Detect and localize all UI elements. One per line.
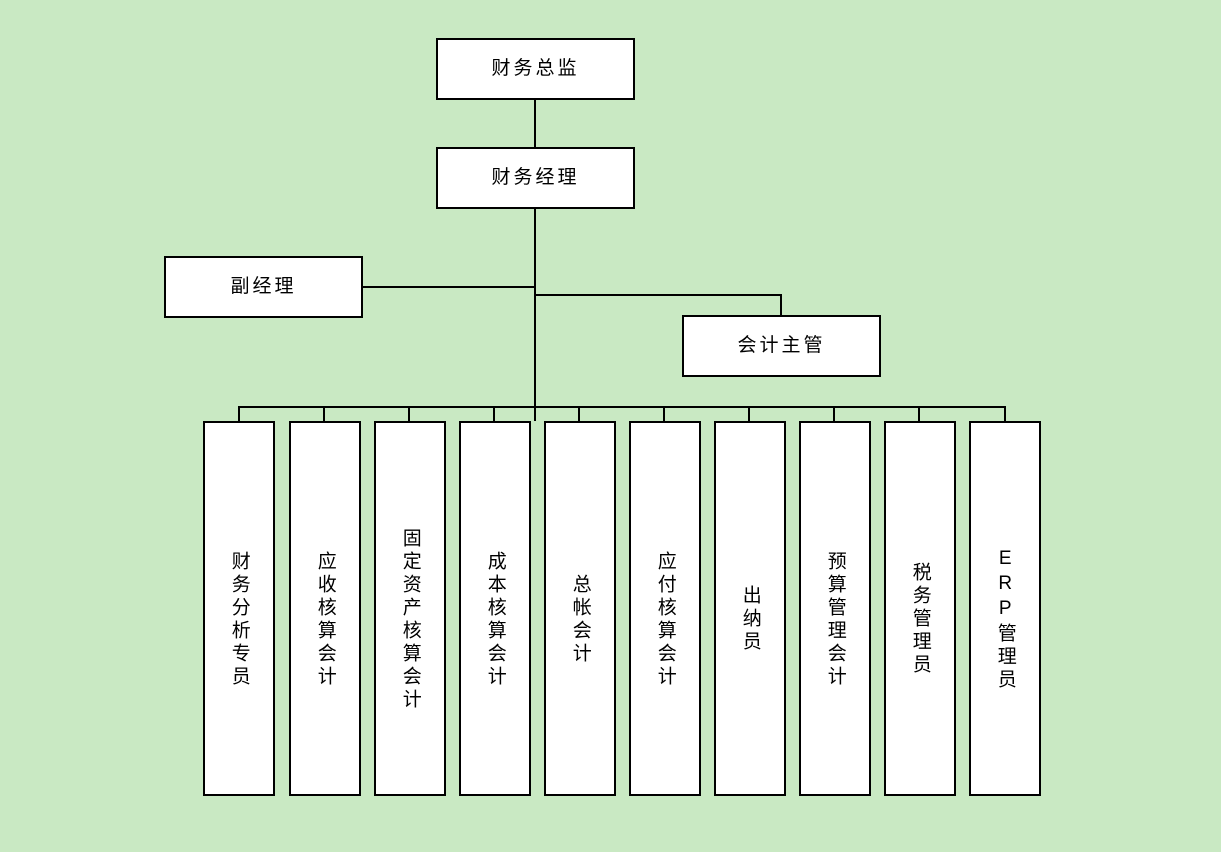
connector-staff-drop-4	[493, 406, 495, 421]
connector-cfo-to-manager	[534, 100, 536, 147]
node-staff-erp-administrator-label: ERP管理员	[994, 547, 1016, 692]
connector-staff-drop-3	[408, 406, 410, 421]
node-chief-accountant[interactable]: 会计主管	[682, 315, 881, 377]
node-staff-cost-accountant-label: 成本核算会计	[484, 550, 506, 689]
node-staff-ar-accountant-label: 应收核算会计	[314, 550, 336, 689]
node-staff-financial-analyst[interactable]: 财务分析专员	[203, 421, 275, 796]
node-staff-tax-administrator[interactable]: 税务管理员	[884, 421, 956, 796]
node-staff-ar-accountant[interactable]: 应收核算会计	[289, 421, 361, 796]
node-staff-financial-analyst-label: 财务分析专员	[228, 550, 250, 689]
connector-staff-bus	[238, 406, 1006, 408]
node-staff-cashier[interactable]: 出纳员	[714, 421, 786, 796]
node-staff-fixed-asset-accountant-label: 固定资产核算会计	[399, 527, 421, 712]
node-staff-general-ledger-accountant[interactable]: 总帐会计	[544, 421, 616, 796]
connector-staff-drop-7	[748, 406, 750, 421]
node-staff-ap-accountant-label: 应付核算会计	[654, 550, 676, 689]
node-staff-tax-administrator-label: 税务管理员	[909, 562, 931, 677]
node-cfo-label: 财务总监	[491, 58, 580, 80]
connector-staff-drop-10	[1004, 406, 1006, 421]
node-staff-budget-accountant[interactable]: 预算管理会计	[799, 421, 871, 796]
node-staff-ap-accountant[interactable]: 应付核算会计	[629, 421, 701, 796]
node-finance-manager[interactable]: 财务经理	[436, 147, 635, 209]
node-staff-budget-accountant-label: 预算管理会计	[824, 550, 846, 689]
connector-staff-drop-2	[323, 406, 325, 421]
connector-staff-drop-6	[663, 406, 665, 421]
node-staff-erp-administrator[interactable]: ERP管理员	[969, 421, 1041, 796]
node-staff-general-ledger-accountant-label: 总帐会计	[569, 573, 591, 666]
connector-staff-drop-8	[833, 406, 835, 421]
connector-deputy-branch	[363, 286, 536, 288]
node-deputy-manager-label: 副经理	[230, 276, 297, 298]
connector-staff-drop-5	[578, 406, 580, 421]
node-staff-cashier-label: 出纳员	[739, 585, 761, 654]
node-finance-manager-label: 财务经理	[491, 167, 580, 189]
connector-chief-branch	[534, 294, 782, 296]
connector-manager-trunk	[534, 209, 536, 421]
node-staff-cost-accountant[interactable]: 成本核算会计	[459, 421, 531, 796]
node-staff-fixed-asset-accountant[interactable]: 固定资产核算会计	[374, 421, 446, 796]
node-chief-accountant-label: 会计主管	[737, 335, 826, 357]
node-deputy-manager[interactable]: 副经理	[164, 256, 363, 318]
connector-staff-drop-9	[918, 406, 920, 421]
connector-chief-drop	[780, 294, 782, 315]
connector-staff-drop-1	[238, 406, 240, 421]
node-cfo[interactable]: 财务总监	[436, 38, 635, 100]
